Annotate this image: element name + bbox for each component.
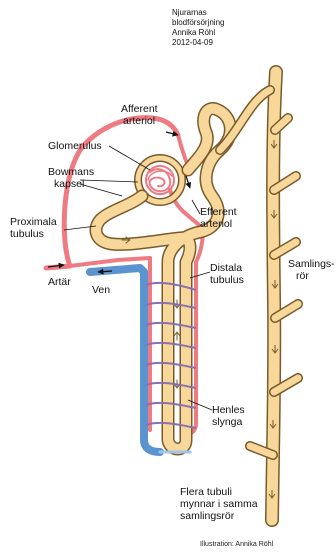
label-artar: Artär <box>48 276 71 288</box>
label-proximala-2: tubulus <box>10 228 44 240</box>
label-afferent-1: Afferent <box>121 103 158 115</box>
collecting-duct <box>250 72 298 520</box>
label-samlings-2: rör <box>296 270 309 282</box>
label-efferent-1: Efferent <box>200 206 237 218</box>
label-bowmans-2: kapsel <box>54 178 84 190</box>
label-ven: Ven <box>92 284 110 296</box>
illustration-credit: Illustration: Annika Röhl <box>200 541 273 548</box>
label-flera-2: mynnar i samma <box>180 498 258 510</box>
label-glomerulus: Glomerulus <box>48 140 102 152</box>
label-proximala-1: Proximala <box>10 216 57 228</box>
label-bowmans-1: Bowmans <box>48 166 94 178</box>
label-distala-1: Distala <box>210 262 242 274</box>
label-flera-3: samlingsrör <box>180 510 234 522</box>
label-efferent-2: arteriol <box>200 218 232 230</box>
label-distala-2: tubulus <box>210 274 244 286</box>
label-afferent-2: arteriol <box>123 115 155 127</box>
label-henles-2: slynga <box>212 416 242 428</box>
label-samlings-1: Samlings- <box>288 258 335 270</box>
label-flera-1: Flera tubuli <box>180 486 232 498</box>
label-henles-1: Henles <box>212 404 245 416</box>
